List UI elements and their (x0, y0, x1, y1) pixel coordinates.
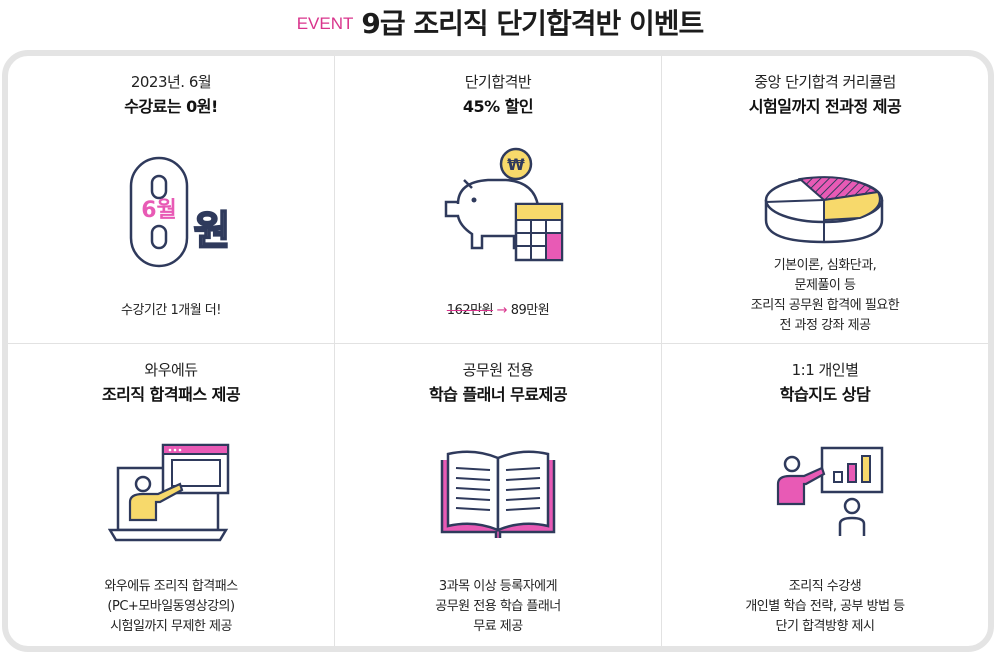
card-description: 기본이론, 심화단과, 문제풀이 등 조리직 공무원 합격에 필요한 전 과정 … (662, 256, 988, 336)
original-price: 162만원 (446, 303, 494, 318)
card-subtitle: 1:1 개인별 (791, 361, 859, 379)
benefits-panel: 2023년. 6월 수강료는 0원! 6월 원 수강기간 1개월 더! 단기합격… (2, 50, 994, 652)
month-label: 6월 (141, 198, 177, 223)
desc-line: 단기 합격방향 제시 (775, 619, 875, 634)
benefit-card-planner: 공무원 전용 학습 플래너 무료제공 3과목 이상 등록자에게 공무원 전용 학… (335, 344, 661, 634)
calendar-month-icon: 6월 원 (129, 156, 231, 268)
discounted-price: 89만원 (510, 303, 550, 318)
laptop-lecture-icon (108, 443, 230, 542)
desc-line: 기본이론, 심화단과, (773, 258, 877, 273)
card-subtitle: 와우에듀 (144, 361, 198, 379)
benefits-grid: 2023년. 6월 수강료는 0원! 6월 원 수강기간 1개월 더! 단기합격… (8, 56, 988, 646)
desc-line: (PC+모바일동영상강의) (107, 599, 235, 614)
pie-chart-icon (764, 176, 884, 244)
card-subtitle: 2023년. 6월 (130, 73, 212, 91)
desc-line: 시험일까지 무제한 제공 (110, 619, 232, 634)
open-book-icon (440, 450, 556, 538)
divider (8, 343, 988, 344)
card-title: 45% 할인 (462, 97, 534, 116)
benefit-card-pass: 와우에듀 조리직 합격패스 제공 와우에듀 조리직 합격패스 (PC+모바일동영… (8, 344, 334, 634)
benefit-card-curriculum: 중앙 단기합격 커리큘럼 시험일까지 전과정 제공 기본이론, 심화단과, (662, 56, 988, 343)
divider (661, 56, 662, 646)
card-title: 조리직 합격패스 제공 (101, 385, 241, 404)
desc-line: 공무원 전용 학습 플래너 (435, 599, 561, 614)
coin-symbol: ₩ (507, 155, 525, 174)
desc-line: 무료 제공 (473, 619, 523, 634)
desc-line: 문제풀이 등 (794, 278, 856, 293)
benefit-card-discount: 단기합격반 45% 할인 ₩ 162만원 → 89만원 (335, 56, 661, 343)
card-title: 시험일까지 전과정 제공 (748, 97, 902, 116)
page-title: 9급 조리직 단기합격반 이벤트 (361, 7, 704, 40)
desc-line: 전 과정 강좌 제공 (779, 318, 871, 333)
won-label: 원 (194, 208, 231, 254)
presentation-icon (776, 446, 884, 536)
card-description: 3과목 이상 등록자에게 공무원 전용 학습 플래너 무료 제공 (335, 577, 661, 637)
desc-line: 3과목 이상 등록자에게 (438, 579, 558, 594)
card-subtitle: 공무원 전용 (462, 361, 534, 379)
desc-line: 조리직 수강생 (788, 579, 862, 594)
arrow-right-icon: → (496, 303, 508, 318)
card-title: 학습지도 상담 (779, 385, 871, 404)
benefit-card-consulting: 1:1 개인별 학습지도 상담 조리직 수강생 개인별 학습 전략, 공부 방법… (662, 344, 988, 634)
card-subtitle: 중앙 단기합격 커리큘럼 (754, 73, 896, 91)
price-comparison: 162만원 → 89만원 (335, 301, 661, 321)
desc-line: 개인별 학습 전략, 공부 방법 등 (745, 599, 905, 614)
card-description: 수강기간 1개월 더! (8, 301, 334, 321)
card-title: 학습 플래너 무료제공 (428, 385, 568, 404)
event-tag: EVENT (296, 14, 354, 33)
piggy-bank-icon: ₩ (444, 147, 564, 262)
card-description: 와우에듀 조리직 합격패스 (PC+모바일동영상강의) 시험일까지 무제한 제공 (8, 577, 334, 637)
benefit-card-free-tuition: 2023년. 6월 수강료는 0원! 6월 원 수강기간 1개월 더! (8, 56, 334, 343)
page-header: EVENT 9급 조리직 단기합격반 이벤트 (0, 0, 1000, 44)
card-title: 수강료는 0원! (124, 97, 218, 116)
card-description: 조리직 수강생 개인별 학습 전략, 공부 방법 등 단기 합격방향 제시 (662, 577, 988, 637)
card-subtitle: 단기합격반 (464, 73, 532, 91)
divider (334, 56, 335, 646)
desc-line: 수강기간 1개월 더! (121, 303, 221, 318)
desc-line: 와우에듀 조리직 합격패스 (104, 579, 238, 594)
desc-line: 조리직 공무원 합격에 필요한 (750, 298, 900, 313)
